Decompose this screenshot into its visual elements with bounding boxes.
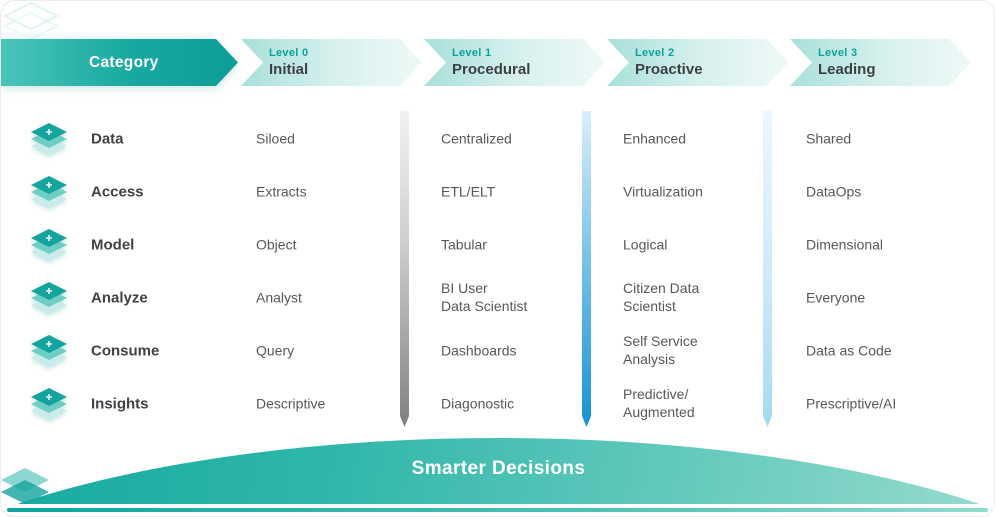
cell-level3: Everyone (806, 289, 866, 306)
level-3-header-arrow: Level 3 Leading (790, 39, 971, 86)
cell-level2: Virtualization (623, 183, 703, 200)
table-row-analyze: Analyze Analyst BI User Data Scientist C… (1, 271, 994, 324)
table-row-consume: Consume Query Dashboards Self Service An… (1, 324, 994, 377)
category-label: Consume (91, 342, 160, 359)
level-0-header-arrow: Level 0 Initial (241, 39, 422, 86)
category-label: Data (91, 130, 124, 147)
level-3-title: Leading (818, 61, 876, 78)
level-2-header-arrow: Level 2 Proactive (607, 39, 788, 86)
stacked-layers-icon (31, 281, 67, 314)
category-label: Access (91, 183, 144, 200)
cell-level2: Predictive/ Augmented (623, 385, 695, 421)
cell-level0: Extracts (256, 183, 307, 200)
cell-level0: Siloed (256, 130, 295, 147)
diamond-pattern-decoration (1, 455, 51, 504)
cell-level3: Shared (806, 130, 852, 147)
cell-level0: Object (256, 236, 297, 253)
cell-level1: ETL/ELT (441, 183, 496, 200)
category-label: Insights (91, 395, 149, 412)
footer-bottom-accent-line (7, 508, 988, 512)
stacked-layers-icon (31, 228, 67, 261)
level-2-3-separator-bar (763, 111, 772, 427)
cell-level3: Data as Code (806, 342, 892, 359)
level-1-title: Procedural (452, 61, 531, 78)
cell-level0: Query (256, 342, 295, 359)
cell-level1: Centralized (441, 130, 512, 147)
table-row-data: Data Siloed Centralized Enhanced Shared (1, 112, 994, 165)
level-1-header-arrow: Level 1 Procedural (424, 39, 605, 86)
category-label: Analyze (91, 289, 148, 306)
table-row-access: Access Extracts ETL/ELT Virtualization D… (1, 165, 994, 218)
level-1-tag: Level 1 (452, 47, 492, 59)
table-row-model: Model Object Tabular Logical Dimensional (1, 218, 994, 271)
stacked-layers-icon (31, 122, 67, 155)
stacked-layers-icon (31, 334, 67, 367)
level-0-title: Initial (269, 61, 309, 78)
category-header-arrow: Category (1, 39, 238, 86)
cell-level1: Tabular (441, 236, 487, 253)
cell-level1: Dashboards (441, 342, 517, 359)
cell-level2: Enhanced (623, 130, 687, 147)
level-2-title: Proactive (635, 61, 703, 78)
footer-banner-title: Smarter Decisions (411, 458, 586, 479)
category-header-label: Category (1, 39, 238, 86)
cell-level3: Prescriptive/AI (806, 395, 897, 412)
level-3-tag: Level 3 (818, 47, 858, 59)
level-2-tag: Level 2 (635, 47, 675, 59)
cell-level2: Citizen Data Scientist (623, 279, 700, 315)
cell-level2: Self Service Analysis (623, 332, 698, 368)
stacked-layers-icon (31, 175, 67, 208)
level-0-1-separator-bar (400, 111, 409, 427)
category-label: Model (91, 236, 135, 253)
cell-level2: Logical (623, 236, 668, 253)
cell-level0: Descriptive (256, 395, 326, 412)
cell-level1: BI User Data Scientist (441, 279, 528, 315)
level-0-tag: Level 0 (269, 47, 309, 59)
table-row-insights: Insights Descriptive Diagonostic Predict… (1, 377, 994, 430)
cell-level0: Analyst (256, 289, 302, 306)
stacked-layers-icon (31, 387, 67, 420)
cell-level1: Diagonostic (441, 395, 515, 412)
cell-level3: Dimensional (806, 236, 884, 253)
maturity-matrix: Data Siloed Centralized Enhanced Shared … (1, 112, 994, 430)
level-1-2-separator-bar (582, 111, 591, 427)
cell-level3: DataOps (806, 183, 862, 200)
